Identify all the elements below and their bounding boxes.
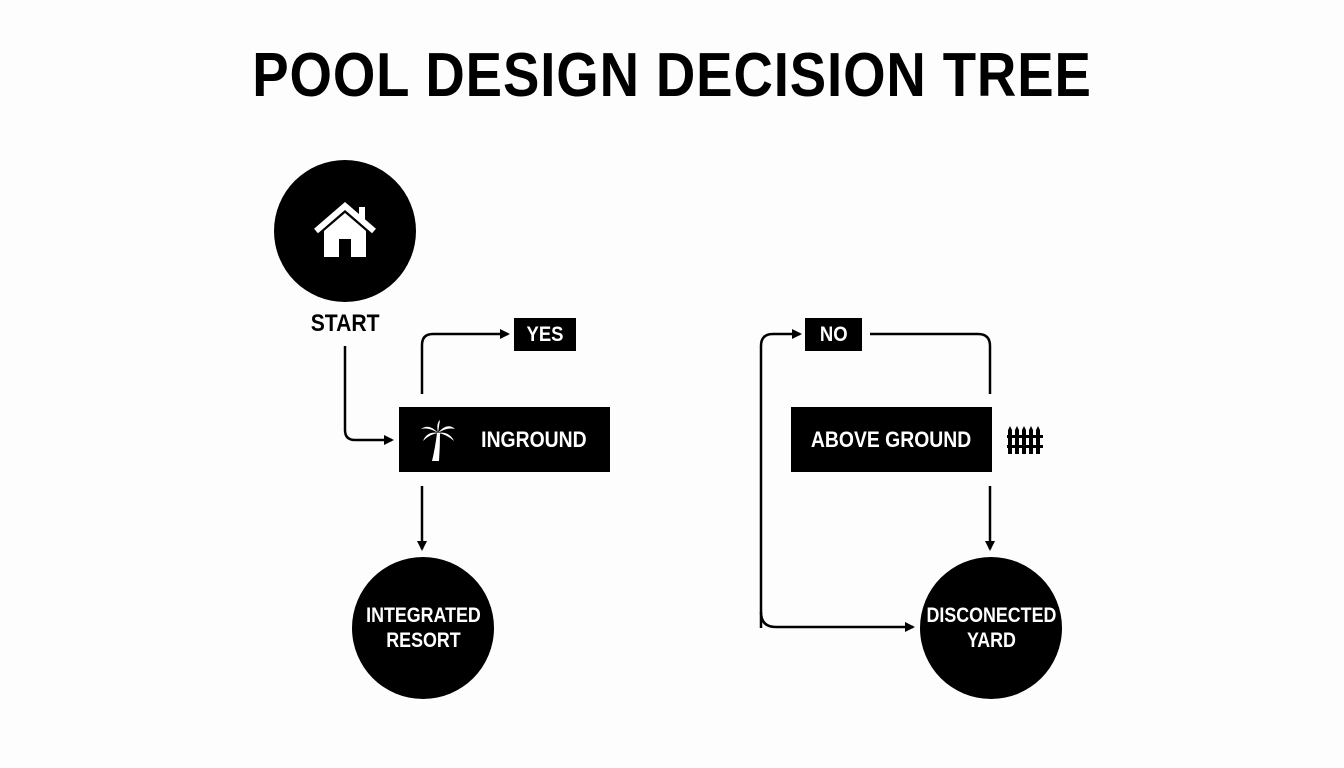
edge-inground-to-yes (420, 329, 510, 394)
house-icon (314, 202, 376, 257)
integrated-resort-node: INTEGRATED RESORT (352, 557, 494, 699)
disconnected-yard-node: DISCONECTED YARD (920, 557, 1062, 699)
diagram-title: POOL DESIGN DECISION TREE (252, 41, 1092, 110)
fence-icon (1007, 426, 1043, 454)
above-ground-node: ABOVE GROUND (791, 407, 992, 472)
no-label: NO (805, 318, 862, 351)
palm-tree-icon (421, 420, 455, 461)
edge-start-to-inground (343, 346, 394, 445)
start-node (274, 160, 416, 302)
yes-label: YES (514, 318, 576, 351)
edge-loop-to-no (759, 329, 802, 628)
edge-loop-to-yard (759, 611, 915, 632)
inground-node: INGROUND (399, 407, 610, 472)
edge-above-ground-to-no (870, 332, 992, 394)
start-label: START (310, 310, 380, 337)
